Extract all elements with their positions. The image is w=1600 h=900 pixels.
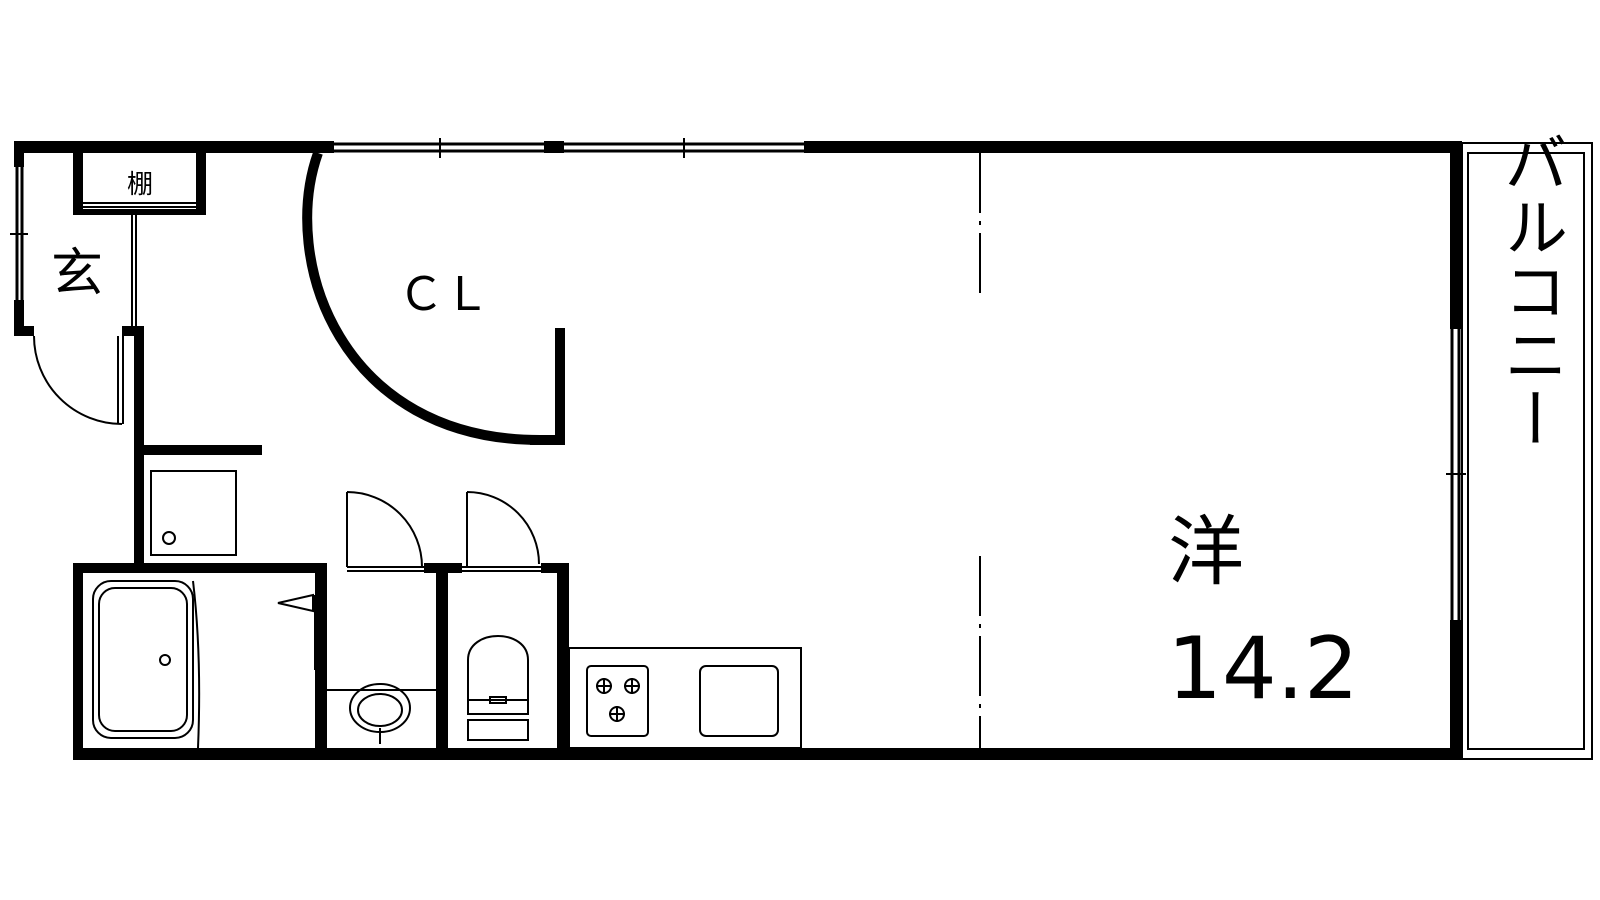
balcony-label: バルコニー bbox=[1493, 130, 1567, 450]
toilet-door-swing bbox=[466, 491, 540, 565]
wall-shelf-left bbox=[73, 153, 83, 215]
washer-drain bbox=[162, 531, 176, 545]
balcony-outline-inner bbox=[1467, 152, 1585, 750]
wall-bottom bbox=[73, 748, 1462, 760]
washer-outline bbox=[150, 470, 237, 556]
washbasin-inner bbox=[357, 693, 403, 727]
wall-shelf-right bbox=[196, 153, 206, 215]
toilet-tank bbox=[467, 719, 529, 741]
western-room-label: 洋 bbox=[1168, 507, 1244, 596]
toilet-seat-base bbox=[467, 699, 529, 715]
wall-bath-top-3 bbox=[541, 563, 569, 573]
outer-walls bbox=[14, 141, 1462, 760]
entrance-details bbox=[33, 215, 137, 425]
bathroom bbox=[92, 580, 321, 749]
windows bbox=[10, 138, 1466, 620]
wall-entrance-left-top bbox=[14, 141, 24, 167]
washing-machine-pan bbox=[150, 470, 237, 556]
bath-curtain bbox=[192, 580, 201, 749]
wall-entrance-bottom bbox=[14, 326, 34, 336]
closet-label: ＣＬ bbox=[398, 267, 490, 321]
burner-1 bbox=[596, 678, 612, 694]
wall-divider-3 bbox=[557, 563, 569, 760]
burner-2 bbox=[624, 678, 640, 694]
balcony-outline-outer bbox=[1461, 142, 1593, 760]
toilet-room bbox=[462, 491, 541, 741]
entrance-door-swing bbox=[33, 335, 123, 425]
bath-door-arrow bbox=[277, 593, 314, 613]
wall-entrance-bottom-right bbox=[122, 326, 144, 336]
balcony bbox=[1461, 142, 1593, 760]
closet bbox=[302, 151, 565, 445]
window-top-mullion bbox=[544, 141, 564, 153]
wall-divider-2 bbox=[436, 563, 448, 760]
wall-bath-left bbox=[73, 563, 83, 760]
entrance-label: 玄 bbox=[51, 244, 103, 304]
wall-stub bbox=[144, 445, 262, 455]
kitchen bbox=[568, 647, 802, 749]
bathtub-drain bbox=[159, 654, 171, 666]
shelf-base bbox=[83, 209, 206, 215]
stove-top bbox=[586, 665, 649, 737]
wall-bath-top bbox=[73, 563, 327, 573]
kitchen-sink bbox=[699, 665, 779, 737]
washroom bbox=[327, 491, 436, 744]
bathtub-outer bbox=[92, 580, 194, 739]
wall-top-right bbox=[804, 141, 1462, 153]
washroom-door-swing bbox=[346, 491, 423, 568]
closet-curved-door bbox=[302, 151, 541, 445]
toilet-bowl bbox=[467, 635, 529, 701]
wall-right-lower bbox=[1450, 620, 1462, 758]
room-size-label: 14.2 bbox=[1167, 619, 1358, 719]
wall-top-left bbox=[14, 141, 334, 153]
toilet-flush bbox=[489, 696, 507, 704]
wall-right-upper bbox=[1450, 141, 1462, 329]
bathtub-inner bbox=[98, 587, 188, 732]
kitchen-counter bbox=[568, 647, 802, 749]
burner-3 bbox=[609, 706, 625, 722]
shelf-label: 棚 bbox=[127, 170, 153, 200]
wall-hall-left bbox=[134, 326, 144, 568]
wall-entrance-left-bottom bbox=[14, 300, 24, 336]
shelf bbox=[83, 202, 206, 215]
